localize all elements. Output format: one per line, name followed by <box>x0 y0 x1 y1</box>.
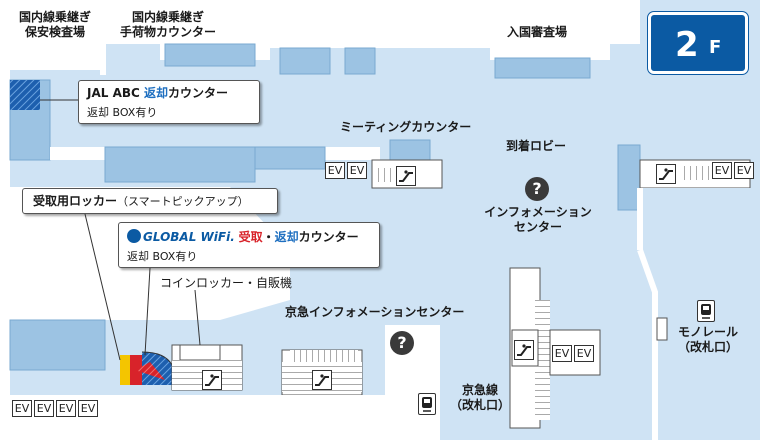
domestic-security-label: 国内線乗継ぎ 保安検査場 <box>8 10 102 40</box>
globalwifi-box: 返却 BOX有り <box>127 250 198 263</box>
escalator-icon <box>202 370 222 390</box>
ev-badge: EV <box>12 400 32 417</box>
floor-unit: F <box>709 37 722 58</box>
info-center-label: インフォメーション センター <box>468 205 608 235</box>
coin-locker-label: コインロッカー・自販機 <box>160 276 293 290</box>
arrival-lobby-label: 到着ロビー <box>506 139 567 153</box>
escalator-icon <box>396 166 416 186</box>
train-icon <box>697 300 715 322</box>
jal-counter-mark <box>10 80 40 110</box>
globalwifi-receive: 受取 <box>238 230 263 244</box>
info-center-line2: センター <box>513 220 562 234</box>
ev-badge: EV <box>34 400 54 417</box>
jal-name: JAL ABC <box>87 86 144 100</box>
counter-row <box>104 146 256 183</box>
keikyu-line-label: 京急線 （改札口） <box>440 383 520 413</box>
locker-callout-text: 受取用ロッカー（スマートピックアップ） <box>33 194 249 209</box>
keikyu-info-label: 京急インフォメーションセンター <box>285 305 465 319</box>
ev-badge: EV <box>552 345 572 362</box>
keikyu-line-line2: （改札口） <box>449 398 510 412</box>
locker-callout: 受取用ロッカー（スマートピックアップ） <box>22 188 278 214</box>
globalwifi-logo-icon <box>127 229 141 243</box>
globalwifi-brand: GLOBAL WiFi. <box>143 230 235 244</box>
escalator-icon <box>656 164 676 184</box>
escalator-icon <box>312 370 332 390</box>
globalwifi-counter: カウンター <box>298 230 359 244</box>
domestic-baggage-line2: 手荷物カウンター <box>119 25 216 39</box>
globalwifi-return: 返却 <box>274 230 299 244</box>
monorail-line1: モノレール <box>677 325 738 339</box>
ev-badge: EV <box>78 400 98 417</box>
globalwifi-callout: GLOBAL WiFi. 受取・返却カウンター 返却 BOX有り <box>118 222 380 268</box>
locker-sub: （スマートピックアップ） <box>117 195 249 208</box>
jal-counter: カウンター <box>168 86 229 100</box>
jal-callout-box: 返却 BOX有り <box>87 106 158 119</box>
ev-badge: EV <box>574 345 594 362</box>
keikyu-line-line1: 京急線 <box>461 383 498 397</box>
globalwifi-dot: ・ <box>262 230 275 244</box>
meeting-counter-label: ミーティングカウンター <box>340 120 472 134</box>
info-center-line1: インフォメーション <box>484 205 592 219</box>
domestic-baggage-line1: 国内線乗継ぎ <box>131 10 204 24</box>
jal-return: 返却 <box>144 86 169 100</box>
train-icon <box>418 393 436 415</box>
floor-badge: 2 F <box>648 12 748 74</box>
jal-callout: JAL ABC 返却カウンター 返却 BOX有り <box>78 80 260 124</box>
keikyu-info-icon: ? <box>390 331 414 355</box>
monorail-line2: （改札口） <box>677 340 738 354</box>
domestic-baggage-label: 国内線乗継ぎ 手荷物カウンター <box>108 10 228 40</box>
ev-badge: EV <box>712 162 732 179</box>
floor-number: 2 <box>675 25 699 65</box>
escalator-icon <box>514 340 534 360</box>
upper-wall <box>0 0 640 70</box>
globalwifi-title: GLOBAL WiFi. 受取・返却カウンター <box>127 229 359 245</box>
locker-title: 受取用ロッカー <box>33 194 118 208</box>
ev-badge: EV <box>325 162 345 179</box>
jal-callout-title: JAL ABC 返却カウンター <box>87 86 228 101</box>
ev-badge: EV <box>347 162 367 179</box>
info-center-icon: ? <box>525 177 549 201</box>
monorail-label: モノレール （改札口） <box>668 325 748 355</box>
immigration-label: 入国審査場 <box>507 25 568 39</box>
ev-badge: EV <box>56 400 76 417</box>
domestic-security-line2: 保安検査場 <box>24 25 85 39</box>
domestic-security-line1: 国内線乗継ぎ <box>18 10 91 24</box>
ev-badge: EV <box>734 162 754 179</box>
